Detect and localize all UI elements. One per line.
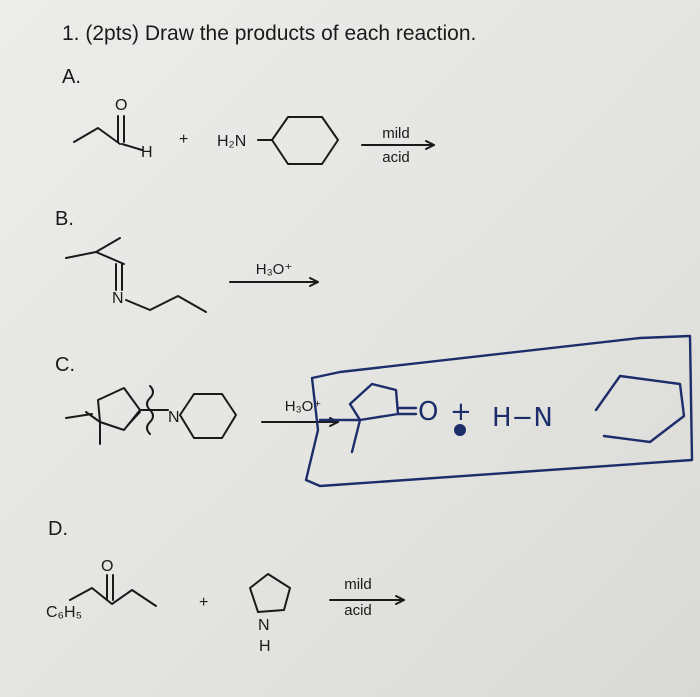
part-a-plus: +: [179, 131, 189, 148]
part-a-cyclohexane-ring: [257, 116, 339, 165]
part-a-aldehyde-o: O: [115, 97, 128, 114]
part-a-reagent-bottom: acid: [382, 149, 410, 166]
part-d-pyrrolidine-ring: [249, 573, 291, 613]
part-a-arrow: [361, 140, 435, 150]
part-d-arrow: [329, 595, 405, 605]
part-d-phenyl: C₆H₅: [46, 604, 83, 621]
part-d-ketone-structure: [69, 574, 157, 607]
part-a-amine: H₂N: [217, 133, 247, 150]
part-c-answer-carbonyl-o: O: [418, 397, 438, 427]
question-title: 1. (2pts) Draw the products of each reac…: [62, 22, 477, 45]
part-b-arrow: [229, 277, 319, 287]
part-c-enamine-n: N: [168, 409, 180, 426]
part-a-reagent-top: mild: [382, 125, 410, 142]
part-c-answer-plus: +: [450, 397, 472, 427]
part-c-answer-water-mark: [454, 424, 466, 436]
part-a-aldehyde-h: H: [141, 144, 153, 161]
part-c-answer-amine: H−N: [492, 403, 553, 433]
part-b-reagent: H₃O⁺: [255, 261, 293, 278]
part-d-label: D.: [48, 518, 68, 540]
part-d-ketone-o: O: [101, 558, 114, 575]
part-d-pyrrolidine-h: H: [259, 638, 271, 655]
part-c-enamine-structure: [65, 385, 237, 445]
part-d-plus: +: [199, 594, 209, 611]
part-a-label: A.: [62, 66, 81, 88]
part-d-reagent-top: mild: [344, 576, 372, 593]
part-b-label: B.: [55, 208, 74, 230]
part-a-aldehyde-structure: [73, 115, 143, 151]
part-d-pyrrolidine-n: N: [258, 617, 270, 634]
part-c-reagent: H₃O⁺: [284, 398, 322, 415]
part-b-imine-structure: [65, 237, 207, 313]
part-d-reagent-bottom: acid: [344, 602, 372, 619]
part-c-label: C.: [55, 354, 75, 376]
part-c-handwritten-answer: O + H−N: [304, 334, 694, 488]
part-b-imine-n: N: [112, 290, 124, 307]
